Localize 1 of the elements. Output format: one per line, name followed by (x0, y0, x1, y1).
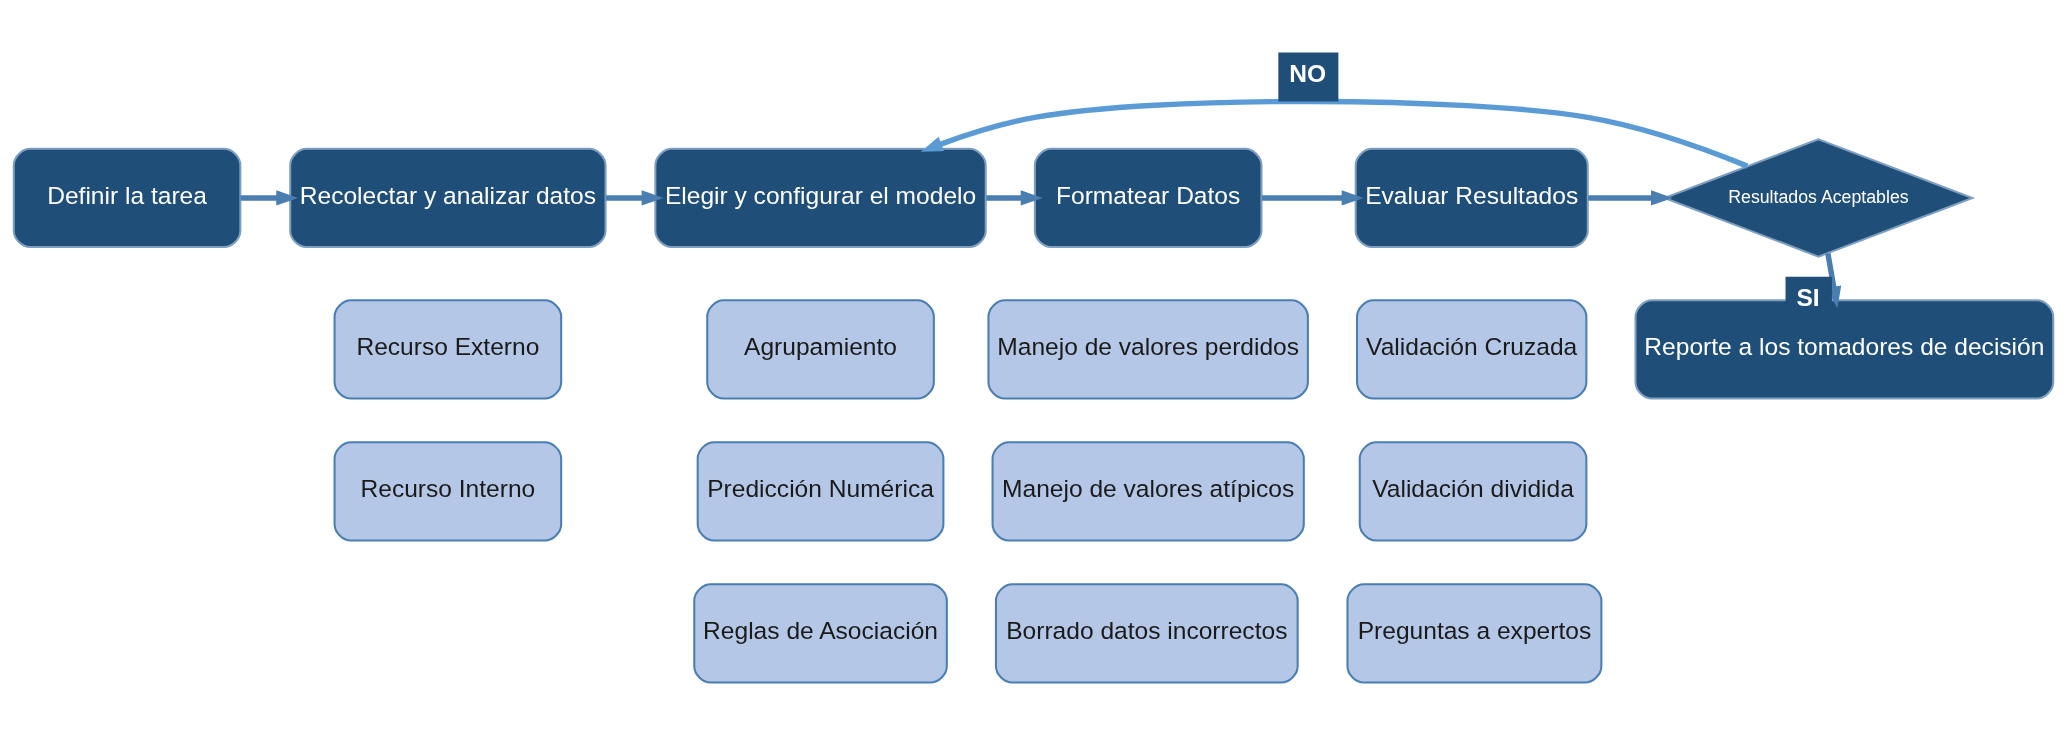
edge-label: NO (1289, 59, 1327, 87)
